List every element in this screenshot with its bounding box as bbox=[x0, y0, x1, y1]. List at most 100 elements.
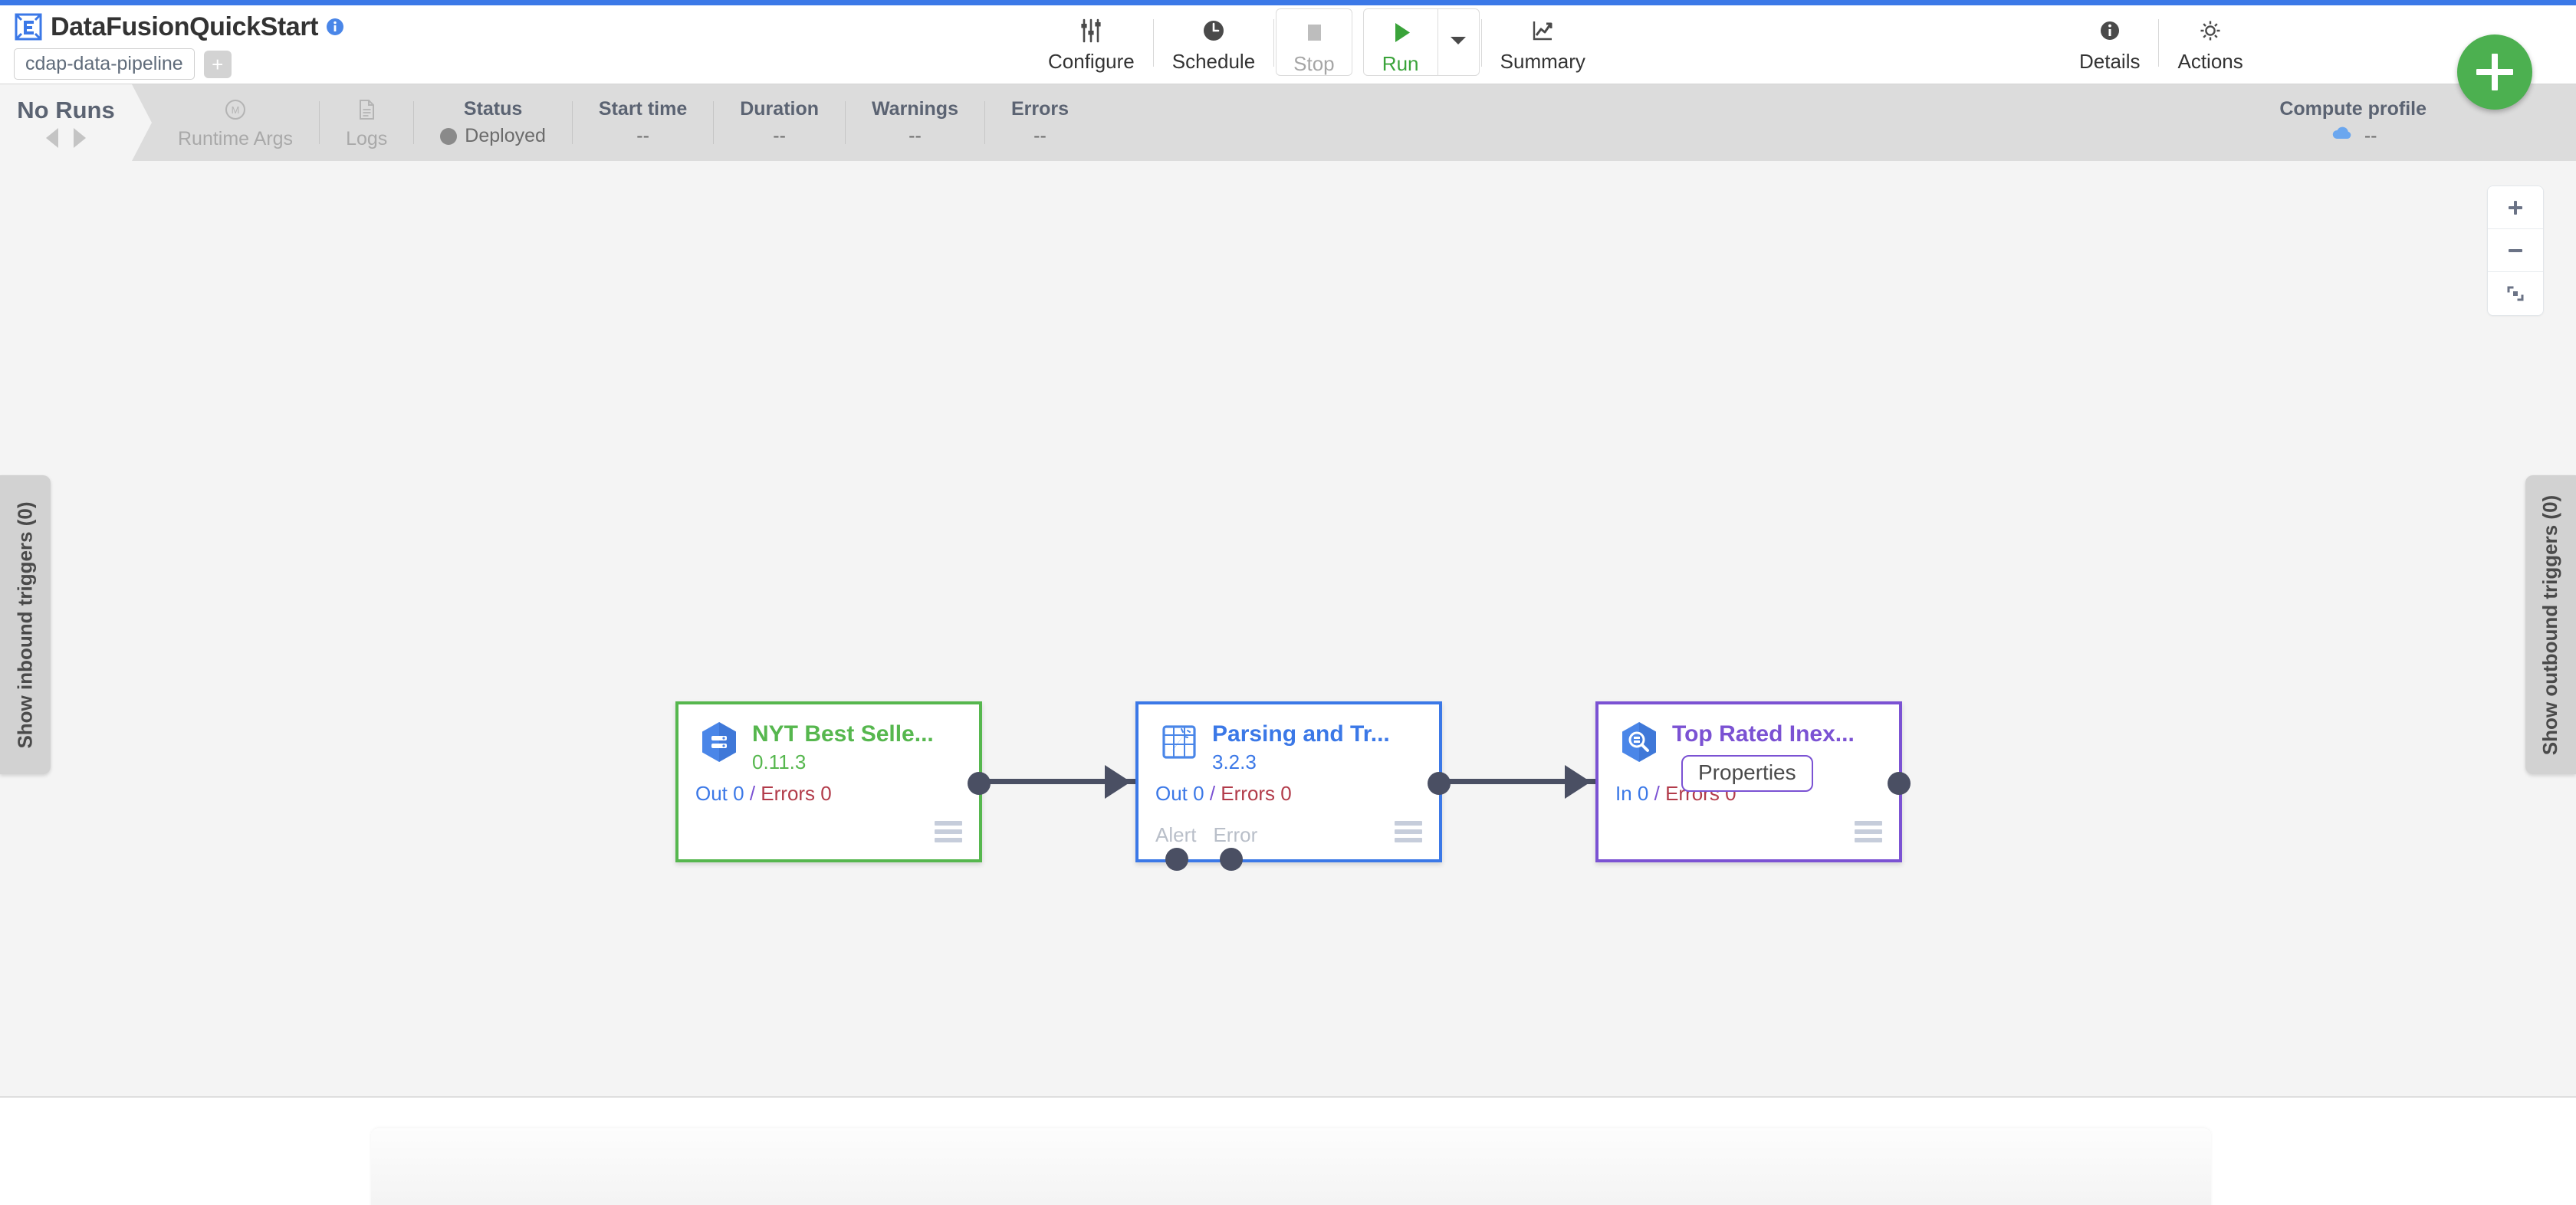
compute-profile-value-row: -- bbox=[2329, 125, 2377, 147]
status-item-logs[interactable]: Logs bbox=[320, 84, 413, 161]
bottom-panel[interactable] bbox=[371, 1128, 2211, 1205]
node-metric-out: Out 0 bbox=[1155, 782, 1204, 805]
start-time-value: -- bbox=[636, 125, 649, 146]
node-title: Parsing and Tr... bbox=[1212, 721, 1390, 747]
show-inbound-triggers-tab[interactable]: Show inbound triggers (0) bbox=[0, 475, 51, 774]
duration-header: Duration bbox=[740, 98, 820, 120]
add-plugin-fab[interactable] bbox=[2457, 34, 2532, 110]
chart-line-icon bbox=[1526, 15, 1559, 47]
app-header: DataFusionQuickStart cdap-data-pipeline … bbox=[0, 5, 2576, 84]
runs-count-label: No Runs bbox=[17, 97, 115, 123]
info-circle-icon bbox=[2094, 15, 2126, 47]
plus-icon-vertical bbox=[2492, 54, 2498, 90]
properties-tooltip[interactable]: Properties bbox=[1681, 755, 1813, 792]
cloud-icon bbox=[2329, 125, 2357, 147]
details-label: Details bbox=[2079, 50, 2141, 73]
node-header: Parsing and Tr... 3.2.3 bbox=[1138, 704, 1439, 774]
svg-text:M: M bbox=[232, 104, 240, 116]
runs-pager bbox=[46, 128, 86, 148]
node-metrics: Out 0 / Errors 0 bbox=[1155, 782, 1292, 805]
actions-button[interactable]: Actions bbox=[2160, 8, 2259, 74]
outbound-triggers-label: Show outbound triggers (0) bbox=[2538, 494, 2562, 755]
bigquery-source-icon bbox=[695, 718, 743, 766]
zoom-controls bbox=[2487, 186, 2544, 316]
pipeline-node-sink[interactable]: Top Rated Inex... Properties In 0 / Erro… bbox=[1595, 701, 1911, 862]
play-triangle-icon bbox=[1385, 17, 1417, 49]
start-time-header: Start time bbox=[598, 98, 688, 120]
status-badge: Deployed bbox=[465, 125, 546, 146]
node-metrics: Out 0 / Errors 0 bbox=[695, 782, 832, 805]
header-left-group: DataFusionQuickStart cdap-data-pipeline … bbox=[14, 10, 344, 80]
node-menu-icon[interactable] bbox=[935, 821, 962, 842]
status-dot-icon bbox=[440, 127, 458, 145]
status-item-duration: Duration -- bbox=[714, 84, 845, 161]
status-divider bbox=[319, 101, 320, 144]
triangle-right-icon[interactable] bbox=[74, 128, 86, 148]
compute-profile-value: -- bbox=[2364, 125, 2377, 146]
connector-transform-to-sink[interactable] bbox=[1442, 779, 1595, 784]
status-header: Status bbox=[463, 98, 523, 120]
stop-label: Stop bbox=[1293, 52, 1335, 75]
status-divider bbox=[571, 101, 573, 144]
duration-value: -- bbox=[773, 125, 786, 146]
gear-icon bbox=[2194, 15, 2226, 47]
bigquery-sink-icon bbox=[1615, 718, 1663, 766]
node-port-error-label: Error bbox=[1213, 823, 1258, 846]
macro-circle-icon: M bbox=[222, 96, 249, 123]
run-button[interactable]: Run bbox=[1364, 9, 1438, 75]
zoom-out-button[interactable] bbox=[2488, 229, 2543, 272]
node-titles: Top Rated Inex... bbox=[1672, 718, 1855, 747]
info-icon[interactable] bbox=[326, 18, 344, 36]
status-divider bbox=[713, 101, 715, 144]
node-header: Top Rated Inex... bbox=[1598, 704, 1899, 766]
status-item-start-time: Start time -- bbox=[573, 84, 713, 161]
node-title: Top Rated Inex... bbox=[1672, 721, 1855, 747]
pipeline-type-tag[interactable]: cdap-data-pipeline bbox=[14, 48, 195, 80]
schedule-button[interactable]: Schedule bbox=[1155, 8, 1272, 74]
runs-tab[interactable]: No Runs bbox=[0, 84, 152, 161]
configure-button[interactable]: Configure bbox=[1031, 8, 1152, 74]
summary-label: Summary bbox=[1500, 50, 1585, 73]
runtime-args-label: Runtime Args bbox=[178, 127, 294, 149]
fit-to-screen-button[interactable] bbox=[2488, 272, 2543, 315]
pipeline-canvas[interactable]: Show inbound triggers (0) Show outbound … bbox=[0, 161, 2576, 1098]
sliders-icon bbox=[1075, 15, 1107, 47]
header-toolbar-right: Details Actions bbox=[2062, 8, 2260, 84]
node-alert-port[interactable] bbox=[1165, 848, 1188, 871]
header-toolbar: Configure Schedule bbox=[1031, 8, 1602, 84]
node-titles: Parsing and Tr... 3.2.3 bbox=[1212, 718, 1390, 774]
fit-screen-icon bbox=[2507, 286, 2524, 301]
show-outbound-triggers-tab[interactable]: Show outbound triggers (0) bbox=[2525, 475, 2576, 774]
node-menu-icon[interactable] bbox=[1395, 821, 1422, 842]
connector-source-to-transform[interactable] bbox=[982, 779, 1135, 784]
page-title: DataFusionQuickStart bbox=[51, 12, 319, 41]
pipeline-node-transform[interactable]: Parsing and Tr... 3.2.3 Out 0 / Errors 0… bbox=[1135, 701, 1451, 871]
add-tag-button[interactable]: + bbox=[203, 50, 232, 78]
toolbar-divider bbox=[2158, 19, 2160, 67]
summary-button[interactable]: Summary bbox=[1484, 8, 1602, 74]
zoom-in-button[interactable] bbox=[2488, 186, 2543, 229]
run-dropdown-button[interactable] bbox=[1437, 9, 1479, 75]
compute-profile[interactable]: Compute profile -- bbox=[2279, 84, 2426, 161]
details-button[interactable]: Details bbox=[2062, 8, 2157, 74]
stop-button: Stop bbox=[1276, 8, 1352, 76]
document-icon bbox=[353, 96, 380, 123]
node-output-port[interactable] bbox=[968, 772, 991, 795]
node-port-alert-label: Alert bbox=[1155, 823, 1197, 846]
node-menu-icon[interactable] bbox=[1855, 821, 1882, 842]
status-divider bbox=[845, 101, 846, 144]
node-output-port[interactable] bbox=[1888, 772, 1911, 795]
status-item-runtime-args[interactable]: M Runtime Args bbox=[152, 84, 319, 161]
node-output-port[interactable] bbox=[1428, 772, 1451, 795]
connector-arrow-1 bbox=[1105, 765, 1131, 799]
run-status-bar: No Runs M Runtime Args bbox=[0, 84, 2576, 161]
pipeline-node-source[interactable]: NYT Best Selle... 0.11.3 Out 0 / Errors … bbox=[675, 701, 991, 862]
caret-down-icon bbox=[1449, 34, 1467, 51]
cdap-logo-icon bbox=[14, 12, 43, 41]
triangle-left-icon[interactable] bbox=[46, 128, 58, 148]
node-error-port[interactable] bbox=[1220, 848, 1243, 871]
bottom-area bbox=[0, 1099, 2576, 1205]
wrangler-transform-icon bbox=[1155, 718, 1203, 766]
node-metric-errors: Errors 0 bbox=[761, 782, 832, 805]
